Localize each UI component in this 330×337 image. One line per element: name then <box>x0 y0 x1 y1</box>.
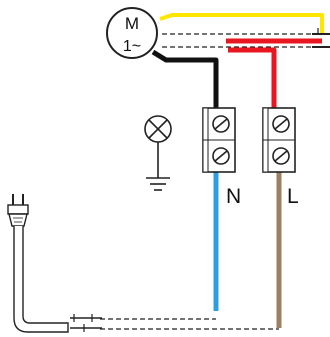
motor: M 1~ <box>106 7 158 59</box>
live-label: L <box>287 185 299 208</box>
screw-icon <box>272 115 290 133</box>
red-wire <box>226 38 322 110</box>
yellow-wire <box>159 13 324 34</box>
motor-label-m: M <box>125 14 139 33</box>
screw-icon <box>272 147 290 165</box>
screw-icon <box>212 115 230 133</box>
motor-label-phase: 1~ <box>123 38 141 55</box>
motor-circle <box>106 7 158 59</box>
neutral-label: N <box>226 185 241 208</box>
plug-icon <box>7 194 69 333</box>
terminal-block-l <box>262 107 296 173</box>
lamp-icon <box>144 115 172 178</box>
black-wire <box>151 49 219 110</box>
screw-icon <box>212 147 230 165</box>
terminal-block-n <box>202 107 236 173</box>
right-edge-connector-icon <box>312 28 330 48</box>
ground-icon <box>146 177 170 191</box>
cable-end-icon <box>70 314 102 332</box>
